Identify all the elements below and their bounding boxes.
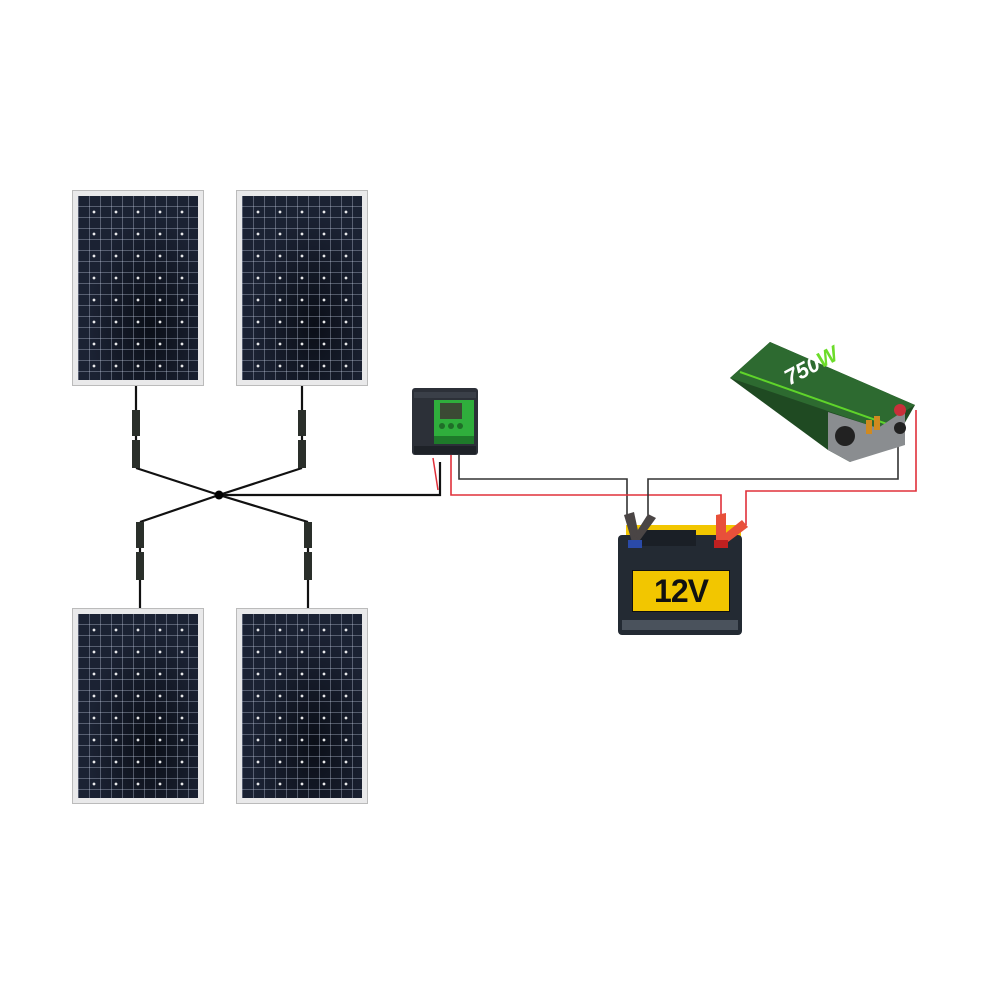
solar-panel-bottom-right — [236, 608, 368, 804]
charge-controller — [412, 388, 478, 455]
battery-wires — [450, 410, 917, 525]
solar-panel-bottom-left — [72, 608, 204, 804]
solar-panel-top-right — [236, 190, 368, 386]
inverter — [730, 342, 915, 462]
mc4-connectors — [132, 410, 312, 580]
positive-clamp — [714, 513, 748, 548]
negative-clamp — [624, 512, 656, 548]
controller-lcd — [440, 403, 462, 419]
junction-point — [214, 490, 224, 500]
solar-panel-top-left — [72, 190, 204, 386]
panel-wires — [134, 386, 442, 608]
fan-icon — [835, 426, 855, 446]
battery-voltage-label: 12V — [632, 570, 730, 612]
